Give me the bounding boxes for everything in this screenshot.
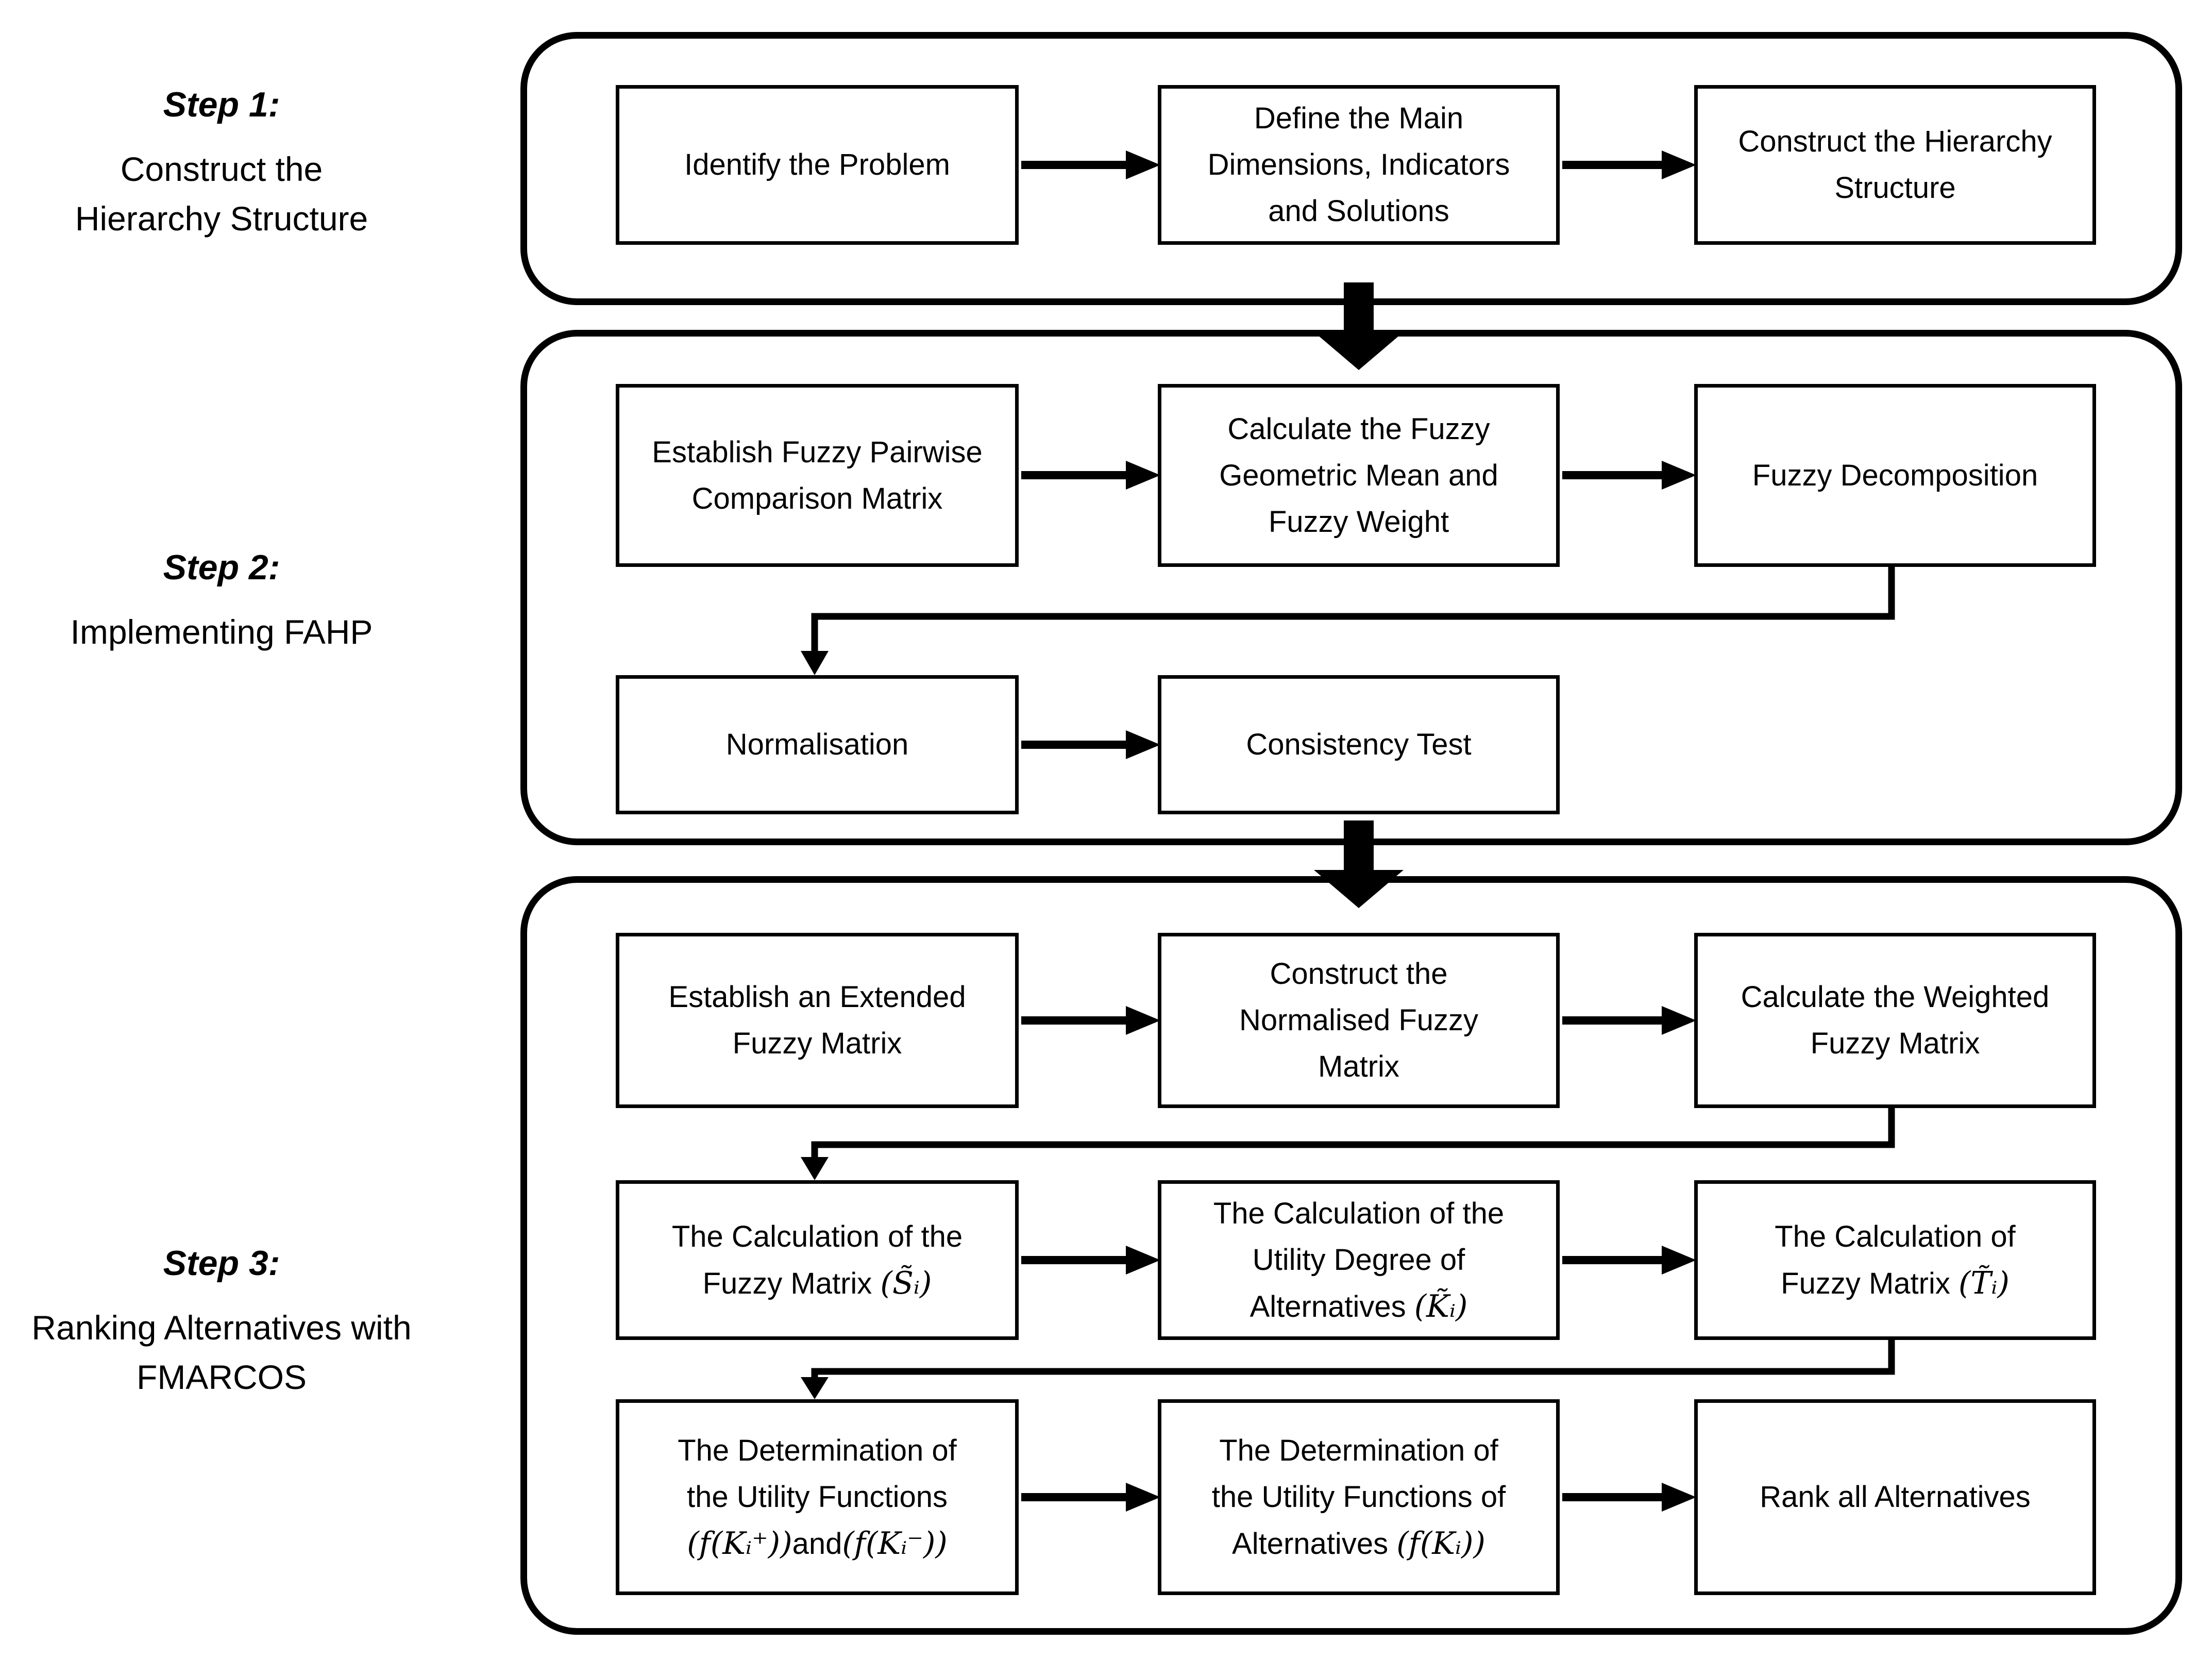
node-fuzzy-pairwise-matrix: Establish Fuzzy Pairwise Comparison Matr… [616, 384, 1019, 567]
step-3-desc-line: Ranking Alternatives with [31, 1309, 412, 1347]
step-3-label: Step 3: Ranking Alternatives with FMARCO… [14, 1241, 429, 1402]
node-extended-fuzzy-matrix: Establish an Extended Fuzzy Matrix [616, 933, 1019, 1108]
node-identify-problem: Identify the Problem [616, 85, 1019, 245]
node-calc-fuzzy-matrix-t: The Calculation of Fuzzy Matrix (T̃ᵢ) [1694, 1180, 2096, 1340]
step-1-desc-line: Hierarchy Structure [75, 199, 368, 238]
node-rank-alternatives: Rank all Alternatives [1694, 1399, 2096, 1595]
node-normalised-fuzzy-matrix: Construct the Normalised Fuzzy Matrix [1158, 933, 1560, 1108]
node-utility-functions-plus-minus: The Determination of the Utility Functio… [616, 1399, 1019, 1595]
f-k-minus-formula: (f(Kᵢ⁻)) [842, 1525, 948, 1562]
node-utility-functions-alternatives: The Determination of the Utility Functio… [1158, 1399, 1560, 1595]
step-1-title: Step 1: [163, 85, 280, 124]
node-utility-degree-alternatives: The Calculation of the Utility Degree of… [1158, 1180, 1560, 1340]
node-fuzzy-decomposition: Fuzzy Decomposition [1694, 384, 2096, 567]
step-1-label: Step 1: Construct the Hierarchy Structur… [14, 82, 429, 243]
f-k-plus-formula: (f(Kᵢ⁺)) [687, 1525, 792, 1562]
node-calc-fuzzy-matrix-s: The Calculation of the Fuzzy Matrix (S̃ᵢ… [616, 1180, 1019, 1340]
f-k-formula: (f(Kᵢ)) [1396, 1525, 1485, 1562]
t-tilde-formula: (T̃ᵢ) [1958, 1265, 2010, 1301]
node-define-dimensions: Define the Main Dimensions, Indicators a… [1158, 85, 1560, 245]
step-2-desc-line: Implementing FAHP [70, 613, 373, 651]
node-fuzzy-geometric-mean: Calculate the Fuzzy Geometric Mean and F… [1158, 384, 1560, 567]
step-3-desc-line: FMARCOS [137, 1358, 307, 1396]
node-weighted-fuzzy-matrix: Calculate the Weighted Fuzzy Matrix [1694, 933, 2096, 1108]
step-3-title: Step 3: [163, 1244, 280, 1283]
step-1-desc-line: Construct the [120, 150, 323, 188]
step-2-label: Step 2: Implementing FAHP [14, 545, 429, 657]
node-normalisation: Normalisation [616, 675, 1019, 814]
s-tilde-formula: (S̃ᵢ) [880, 1265, 932, 1301]
k-tilde-formula: (K̃ᵢ) [1414, 1288, 1468, 1325]
step-2-title: Step 2: [163, 548, 280, 587]
node-consistency-test: Consistency Test [1158, 675, 1560, 814]
node-construct-hierarchy: Construct the Hierarchy Structure [1694, 85, 2096, 245]
